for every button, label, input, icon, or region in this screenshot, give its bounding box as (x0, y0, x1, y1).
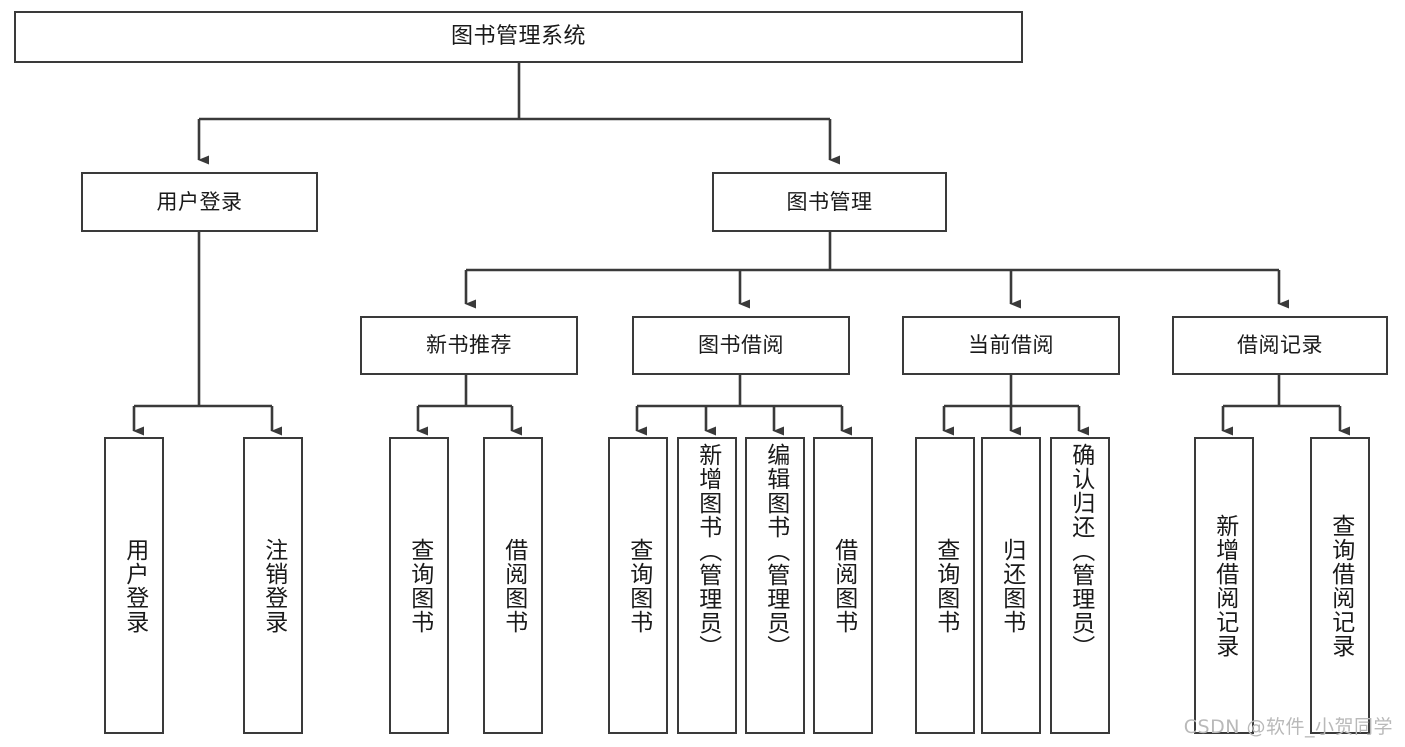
node-label: 新书推荐 (426, 333, 512, 358)
node-label: 归还图书 (998, 537, 1025, 634)
node-label: 新增借阅记录 (1211, 513, 1238, 658)
node-label: 借阅记录 (1237, 333, 1323, 358)
node-label: 查询图书 (625, 537, 652, 634)
leaf-book-borrow-edit-book[interactable]: 编辑图书（管理员） (745, 437, 805, 734)
csdn-watermark: CSDN @软件_小贺同学 (1183, 716, 1393, 738)
leaf-current-borrow-confirm-return[interactable]: 确认归还（管理员） (1050, 437, 1110, 734)
leaf-borrow-record-query-record[interactable]: 查询借阅记录 (1310, 437, 1370, 734)
leaf-borrow-record-add-record[interactable]: 新增借阅记录 (1194, 437, 1254, 734)
node-label: 借阅图书 (500, 537, 527, 634)
leaf-user-login-login[interactable]: 用户登录 (104, 437, 164, 734)
leaf-book-borrow-query-book[interactable]: 查询图书 (608, 437, 668, 734)
node-label: 当前借阅 (968, 333, 1054, 358)
node-label: 用户登录 (156, 189, 243, 214)
node-label: 注销登录 (260, 537, 287, 634)
node-borrow-record[interactable]: 借阅记录 (1172, 316, 1388, 375)
leaf-current-borrow-return-book[interactable]: 归还图书 (981, 437, 1041, 734)
node-label: 查询图书 (932, 537, 959, 634)
node-label: 图书借阅 (698, 333, 784, 358)
node-label: 查询借阅记录 (1327, 513, 1354, 658)
node-label: 编辑图书（管理员） (762, 443, 789, 659)
node-label: 确认归还（管理员） (1067, 443, 1094, 659)
leaf-user-login-logout[interactable]: 注销登录 (243, 437, 303, 734)
leaf-book-borrow-add-book[interactable]: 新增图书（管理员） (677, 437, 737, 734)
node-label: 新增图书（管理员） (694, 443, 721, 659)
leaf-new-book-borrow-book[interactable]: 借阅图书 (483, 437, 543, 734)
node-new-book-recommend[interactable]: 新书推荐 (360, 316, 578, 375)
node-user-login[interactable]: 用户登录 (81, 172, 318, 232)
node-label: 用户登录 (121, 537, 148, 634)
node-root-system[interactable]: 图书管理系统 (14, 11, 1023, 63)
node-label: 图书管理 (786, 189, 873, 214)
leaf-new-book-query-book[interactable]: 查询图书 (389, 437, 449, 734)
leaf-book-borrow-borrow-book[interactable]: 借阅图书 (813, 437, 873, 734)
node-current-borrow[interactable]: 当前借阅 (902, 316, 1120, 375)
node-label: 查询图书 (406, 537, 433, 634)
node-book-borrow[interactable]: 图书借阅 (632, 316, 850, 375)
leaf-current-borrow-query-book[interactable]: 查询图书 (915, 437, 975, 734)
node-label: 借阅图书 (830, 537, 857, 634)
node-book-management[interactable]: 图书管理 (712, 172, 947, 232)
node-label: 图书管理系统 (450, 24, 586, 50)
